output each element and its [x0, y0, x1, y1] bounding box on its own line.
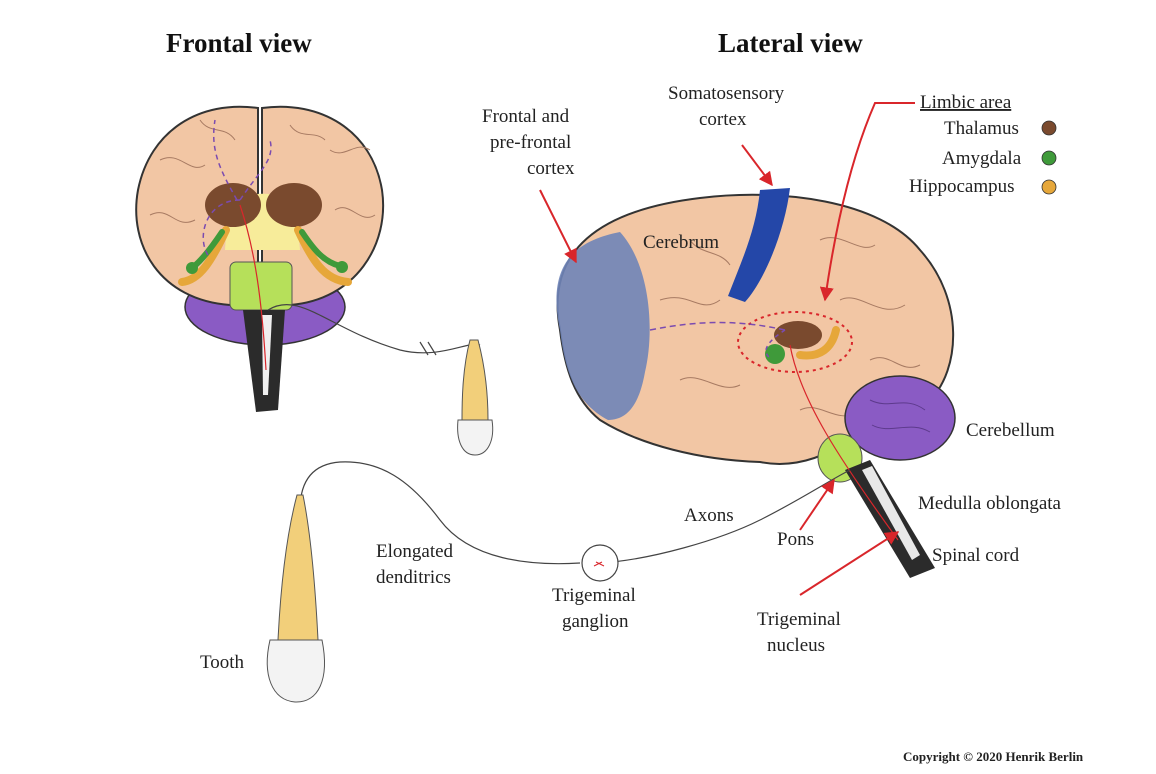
legend-hippocampus-dot — [1042, 180, 1056, 194]
label-amygdala: Amygdala — [942, 148, 1022, 169]
label-trigeminal-nucleus-2: nucleus — [767, 635, 825, 656]
label-cerebrum: Cerebrum — [643, 232, 719, 253]
arrow-trigeminal-nucleus — [800, 532, 898, 595]
frontal-view-title: Frontal view — [166, 28, 312, 58]
label-thalamus: Thalamus — [944, 118, 1019, 139]
label-spinal-cord: Spinal cord — [932, 545, 1020, 566]
frontal-thalamus-left — [205, 183, 261, 227]
large-tooth — [267, 495, 324, 702]
label-frontal-cortex-1: Frontal and — [482, 106, 570, 127]
arrow-somatosensory — [742, 145, 772, 185]
label-cerebellum: Cerebellum — [966, 420, 1055, 441]
copyright: Copyright © 2020 Henrik Berlin — [903, 749, 1084, 764]
label-tooth: Tooth — [200, 652, 245, 673]
label-somatosensory-1: Somatosensory — [668, 83, 785, 104]
lateral-brain — [556, 188, 955, 578]
lateral-amygdala — [765, 344, 785, 364]
arrow-frontal-cortex — [540, 190, 576, 262]
small-tooth — [458, 340, 493, 455]
legend-thalamus-dot — [1042, 121, 1056, 135]
label-axons: Axons — [684, 505, 734, 526]
label-pons: Pons — [777, 529, 814, 550]
label-hippocampus: Hippocampus — [909, 176, 1015, 197]
arrow-pons — [800, 480, 834, 530]
label-frontal-cortex-3: cortex — [527, 158, 575, 179]
frontal-brain — [136, 107, 383, 412]
label-frontal-cortex-2: pre-frontal — [490, 132, 571, 153]
lateral-frontal-cortex — [556, 232, 649, 420]
frontal-thalamus-right — [266, 183, 322, 227]
label-trigeminal-ganglion-2: ganglion — [562, 611, 629, 632]
label-medulla: Medulla oblongata — [918, 493, 1062, 514]
lateral-view-title: Lateral view — [718, 28, 863, 58]
lateral-thalamus — [774, 321, 822, 349]
label-limbic-area: Limbic area — [920, 92, 1012, 113]
legend-amygdala-dot — [1042, 151, 1056, 165]
label-somatosensory-2: cortex — [699, 109, 747, 130]
lateral-cerebellum — [845, 376, 955, 460]
label-trigeminal-ganglion-1: Trigeminal — [552, 585, 636, 606]
label-trigeminal-nucleus-1: Trigeminal — [757, 609, 841, 630]
label-dendrites-1: Elongated — [376, 541, 454, 562]
label-dendrites-2: denditrics — [376, 567, 451, 588]
